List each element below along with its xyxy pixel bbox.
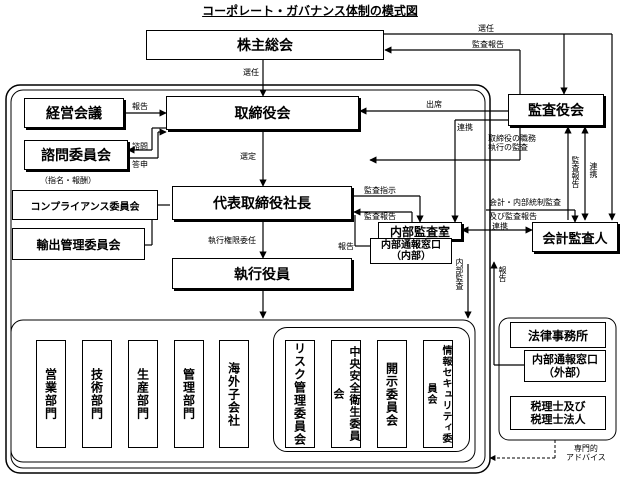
- president-box: 代表取締役社長: [172, 186, 352, 220]
- department-box: 管理部門: [174, 340, 204, 448]
- department-box: 生産部門: [128, 340, 158, 448]
- label-audit-report-v: 監査報告: [571, 156, 580, 188]
- committee-box: リスク管理委員会: [285, 340, 315, 448]
- label-elect-board: 選任: [243, 68, 259, 77]
- board-of-directors-box: 取締役会: [166, 96, 359, 130]
- organization-frame: [10, 319, 476, 463]
- label-report-whistle: 報告: [338, 242, 354, 251]
- label-and-audit-report: 及び監査報告: [489, 212, 537, 221]
- shareholders-meeting-box: 株主総会: [146, 30, 384, 60]
- management-meeting-box: 経営会議: [24, 98, 124, 128]
- label-cooperation-ia: 連携: [457, 123, 473, 132]
- internal-audit-office-box: 内部監査室: [378, 222, 462, 240]
- committees-frame: [273, 327, 470, 452]
- label-accounting-audit: 会計・内部統制監査: [489, 198, 561, 207]
- label-internal-audit: 内部監査: [455, 258, 464, 290]
- committee-box: 中央安全衛生委員会: [331, 340, 361, 448]
- label-answer: 答申: [132, 160, 148, 169]
- tax-accountants-box: 税理士及び 税理士法人: [510, 396, 606, 430]
- department-box: 営業部門: [36, 340, 66, 448]
- label-appoint: 選定: [240, 152, 256, 161]
- label-audit-instruction: 監査指示: [364, 186, 396, 195]
- label-report-external: 報告: [498, 266, 507, 282]
- law-firm-box: 法律事務所: [510, 322, 606, 348]
- label-duty-audit: 取締役の職務 執行の監査: [488, 134, 536, 152]
- label-attend: 出席: [426, 100, 442, 109]
- committee-box: 情報セキュリティ委員会: [423, 340, 453, 448]
- company-frame: [5, 84, 491, 474]
- board-of-auditors-box: 監査役会: [508, 94, 604, 126]
- advisory-note: （指名・報酬）: [40, 176, 96, 185]
- department-box: 技術部門: [82, 340, 112, 448]
- external-whistleblower-box: 内部通報窓口 （外部）: [524, 350, 606, 382]
- label-cooperation-v: 連携: [589, 162, 598, 178]
- committee-box: 開示委員会: [377, 340, 407, 448]
- internal-whistleblower-box: 内部通報窓口 （内部）: [370, 238, 452, 264]
- label-audit-report-top: 監査報告: [472, 40, 504, 49]
- diagram-title: コーポレート・ガバナンス体制の模式図: [202, 4, 418, 18]
- label-report-management: 報告: [132, 102, 148, 111]
- experts-frame: [498, 317, 617, 441]
- executive-officers-box: 執行役員: [172, 258, 352, 289]
- label-cooperation-ac: 連携: [492, 222, 508, 231]
- label-elect-top: 選任: [478, 24, 494, 33]
- department-box: 海外子会社: [219, 340, 249, 448]
- compliance-committee-box: コンプライアンス委員会: [12, 190, 158, 220]
- label-audit-report-ia: 監査報告: [364, 212, 396, 221]
- export-control-committee-box: 輸出管理委員会: [12, 228, 145, 260]
- label-expert-advice: 専門的 アドバイス: [566, 444, 606, 462]
- label-consult: 諮問: [132, 142, 148, 151]
- accounting-auditor-box: 会計監査人: [532, 222, 618, 252]
- advisory-committee-box: 諮問委員会: [24, 140, 128, 170]
- label-delegate: 執行権限委任: [208, 236, 256, 245]
